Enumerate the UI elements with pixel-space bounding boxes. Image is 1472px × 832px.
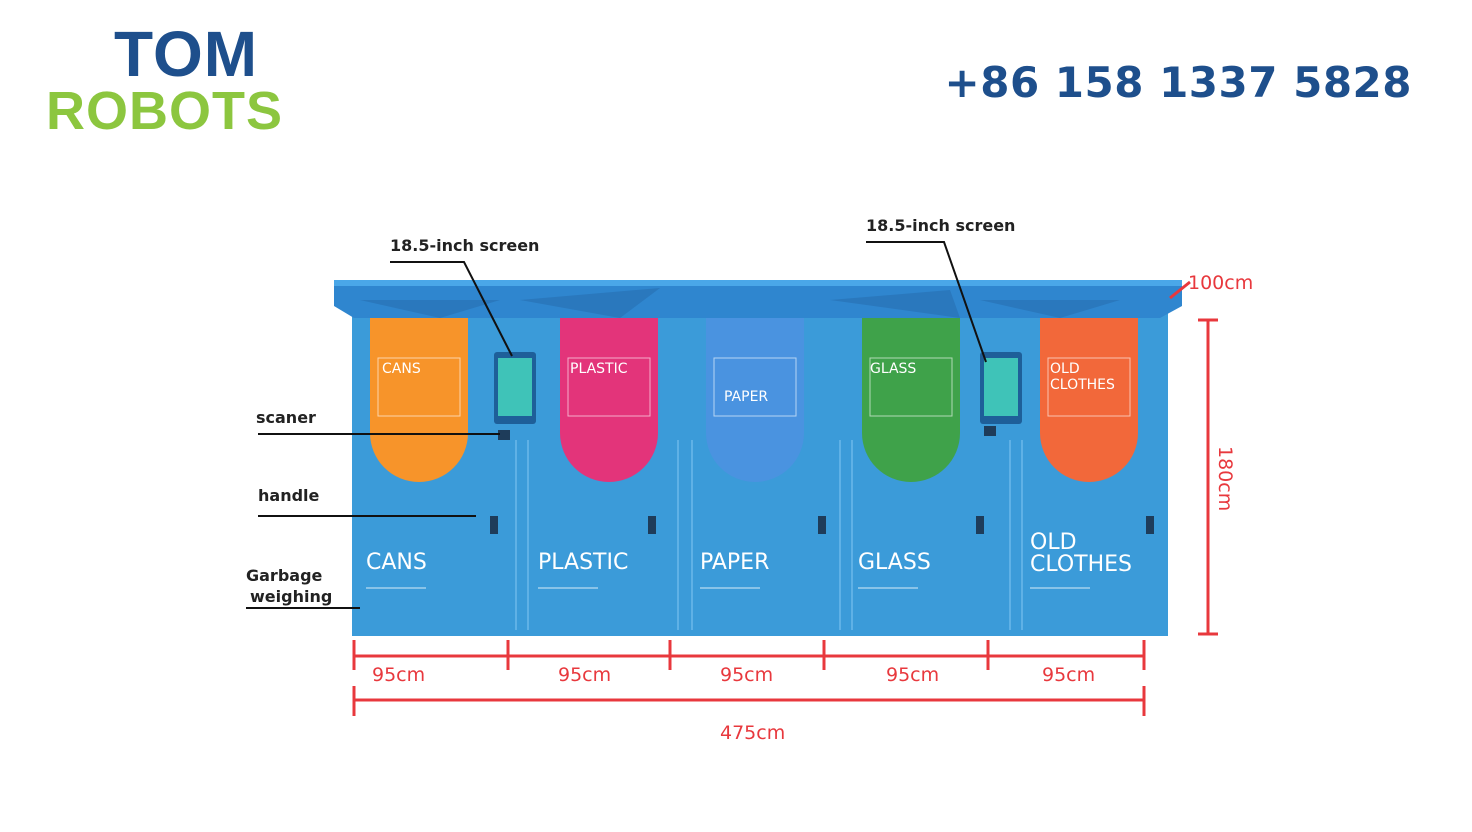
- bin-flap-panel-0: [377, 357, 461, 417]
- dimension-width-4: 95cm: [886, 664, 940, 686]
- bin-label-old-clothes-1: OLD: [1030, 530, 1077, 555]
- screen-left: [494, 352, 536, 424]
- dimension-width-3: 95cm: [720, 664, 774, 686]
- bin-flap-panel-3: [869, 357, 953, 417]
- bin-flap-3: [862, 318, 960, 482]
- scanner-left: [498, 430, 510, 440]
- annotation-scanner: scaner: [256, 408, 316, 427]
- bin-flap-panel-2: [713, 357, 797, 417]
- bin-flap-label-plastic: PLASTIC: [570, 361, 628, 377]
- handles: [490, 516, 1154, 534]
- contact-phone: +86 158 1337 5828: [944, 58, 1412, 107]
- company-logo: TOM ROBOTS: [44, 18, 284, 141]
- annotation-leaders: [246, 241, 987, 609]
- scanner-right: [984, 426, 996, 436]
- bin-label-paper: PAPER: [700, 550, 770, 575]
- annotation-weighing-line2: weighing: [250, 587, 333, 606]
- station-roof: [334, 282, 1182, 318]
- dimension-depth: 100cm: [1188, 272, 1254, 294]
- bin-dividers: [515, 440, 1023, 630]
- roof-edge: [334, 280, 1182, 286]
- annotation-handle: handle: [258, 486, 320, 505]
- annotation-screen-left: 18.5-inch screen: [390, 236, 540, 255]
- bin-flap-0: [370, 318, 468, 482]
- bin-flap-label-paper: PAPER: [724, 389, 769, 405]
- annotation-weighing-line1: Garbage: [246, 566, 323, 585]
- dimension-width-1: 95cm: [372, 664, 426, 686]
- bin-flap-panel-4: [1047, 357, 1131, 417]
- bin-label-glass: GLASS: [858, 550, 931, 575]
- bin-flap-4: [1040, 318, 1138, 482]
- dimension-height: 180cm: [1214, 446, 1236, 512]
- logo-tom-text: TOM: [114, 18, 259, 90]
- bin-flap-label-old-clothes-2: CLOTHES: [1050, 377, 1115, 393]
- dimension-width-5: 95cm: [1042, 664, 1096, 686]
- bin-flap-1: [560, 318, 658, 482]
- bin-flap-label-cans: CANS: [382, 361, 421, 377]
- bin-label-plastic: PLASTIC: [538, 550, 629, 575]
- dimension-total-width: 475cm: [720, 722, 786, 744]
- bin-label-cans: CANS: [366, 550, 427, 575]
- bin-flap-label-old-clothes-1: OLD: [1050, 361, 1080, 377]
- bin-label-old-clothes-2: CLOTHES: [1030, 552, 1132, 577]
- dimension-width-2: 95cm: [558, 664, 612, 686]
- dimension-lines: [352, 280, 1218, 716]
- annotation-screen-right: 18.5-inch screen: [866, 216, 1016, 235]
- bin-flap-panel-1: [567, 357, 651, 417]
- bin-flap-label-glass: GLASS: [870, 361, 917, 377]
- logo-robots-text: ROBOTS: [46, 81, 284, 141]
- bin-flap-2: [706, 318, 804, 482]
- screen-right: [980, 352, 1022, 424]
